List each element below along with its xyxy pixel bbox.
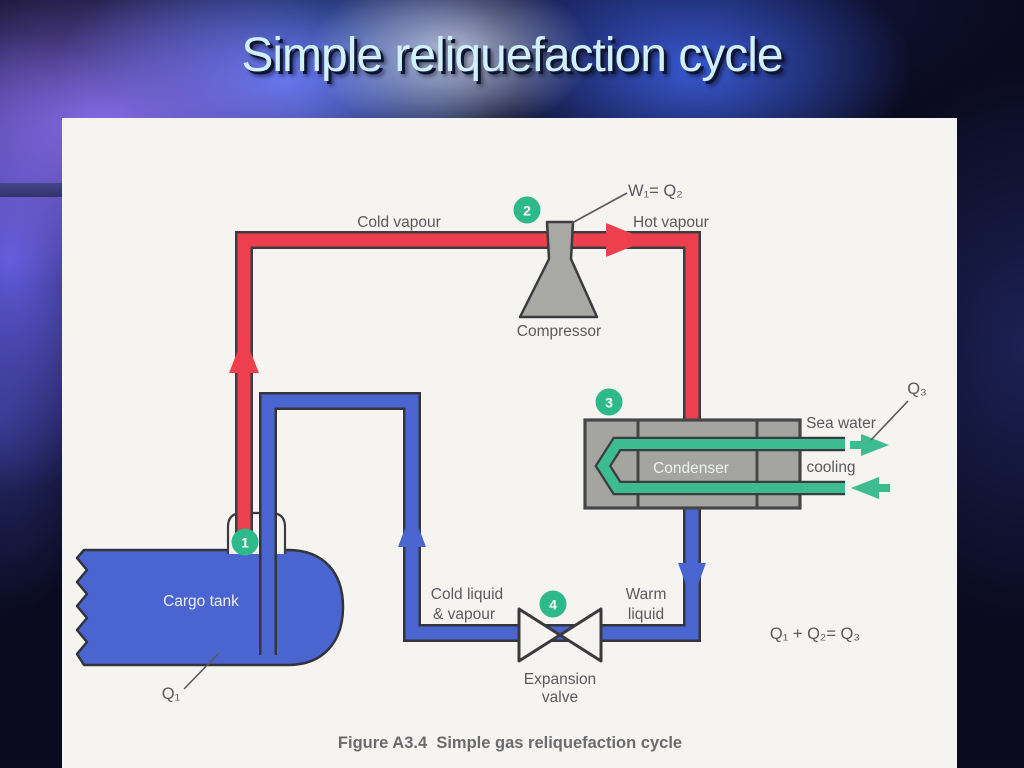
label-q3: Q₃ — [907, 380, 927, 398]
sea-water-out-arrow — [850, 434, 889, 456]
badge-4-circle — [539, 590, 567, 618]
left-accent-bar — [0, 183, 62, 197]
label-condenser: Condenser — [653, 460, 729, 477]
badge-3-circle — [595, 388, 623, 416]
badge-4-number: 4 — [549, 597, 557, 613]
label-cold-liquid-line2: & vapour — [433, 606, 495, 623]
label-q1: Q₁ — [162, 685, 181, 703]
reliquefaction-diagram: 1 2 3 4 Cold vapour W₁= Q₂ Hot vapour Co… — [75, 182, 927, 752]
label-cargo-tank: Cargo tank — [163, 593, 239, 610]
badge-2-number: 2 — [523, 203, 531, 219]
sea-water-in-arrow — [851, 477, 890, 499]
hot-vapour-arrow — [606, 223, 648, 257]
sea-water-tube — [597, 439, 845, 493]
label-warm-liquid-line1: Warm — [626, 586, 667, 603]
label-expansion-line2: valve — [542, 689, 578, 706]
label-cold-liquid-line1: Cold liquid — [431, 586, 503, 603]
label-cooling: cooling — [806, 459, 855, 476]
badge-1-circle — [231, 528, 259, 556]
label-cold-vapour: Cold vapour — [357, 214, 441, 231]
label-sea-water: Sea water — [806, 415, 876, 432]
expansion-valve-right — [558, 607, 603, 663]
vapour-up-arrow — [229, 335, 259, 373]
tank-dome-outline — [226, 511, 287, 554]
badge-3-number: 3 — [605, 395, 613, 411]
figure-caption: Figure A3.4 Simple gas reliquefaction cy… — [338, 734, 682, 752]
label-work-heat: W₁= Q₂ — [628, 182, 683, 200]
slide-title: Simple reliquefaction cycle — [241, 29, 783, 82]
liquid-down-arrow — [678, 563, 706, 601]
liquid-up-arrow — [398, 510, 426, 547]
label-compressor: Compressor — [517, 323, 601, 340]
label-warm-liquid-line2: liquid — [628, 606, 664, 623]
q1-leader-line — [183, 652, 220, 690]
label-hot-vapour: Hot vapour — [633, 214, 709, 231]
expansion-valve-left — [517, 607, 562, 663]
work-leader-line — [571, 192, 628, 224]
vapour-pipe — [237, 233, 699, 536]
q3-leader-line — [870, 400, 909, 441]
label-expansion-line1: Expansion — [524, 671, 596, 688]
figure-panel: 1 2 3 4 Cold vapour W₁= Q₂ Hot vapour Co… — [62, 118, 957, 768]
heat-balance-equation: Q₁ + Q₂= Q₃ — [770, 625, 860, 643]
badge-1-number: 1 — [241, 535, 249, 551]
badge-2-circle — [513, 196, 541, 224]
